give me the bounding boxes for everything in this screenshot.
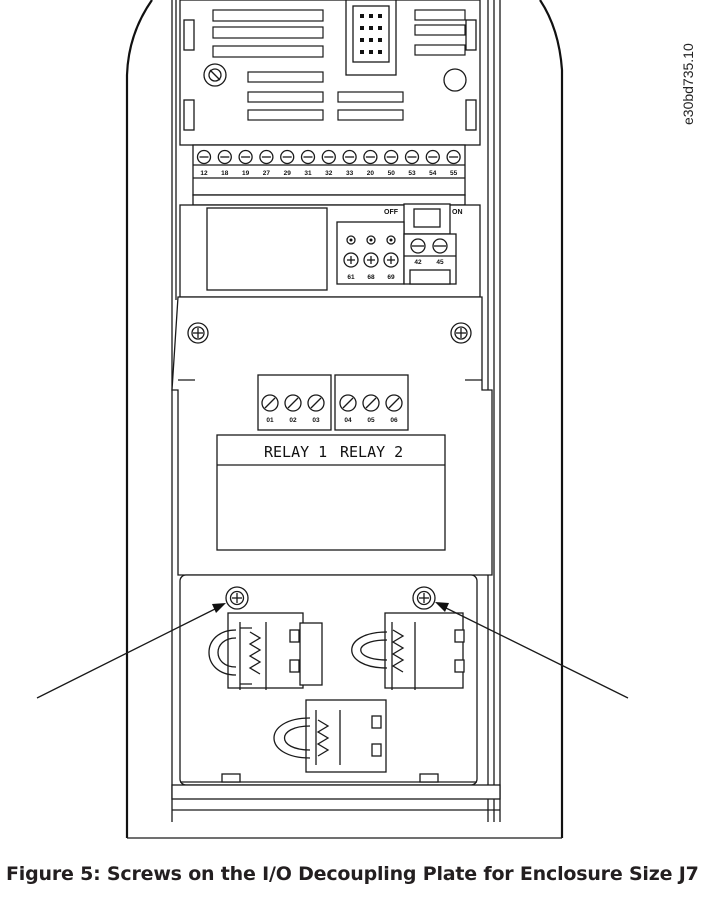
relay-terminal-05: 05 [367,417,375,424]
relay-1-label: RELAY 1 [264,443,327,461]
relay-terminal-screw-slot [310,397,322,409]
top-terminal-number: 27 [263,170,271,177]
relay-terminal-screw-slot [287,397,299,409]
relay-2-label: RELAY 2 [340,443,403,461]
terminal-69-label: 69 [387,274,395,281]
decoupling-screw-right [412,586,436,610]
document-id: e30bd735.10 [680,43,696,125]
decoupling-screw-left [225,586,249,610]
terminal-61-label: 61 [347,274,355,281]
cover-screw-left [187,322,209,344]
top-terminal-screws [196,149,461,165]
relay-terminal-01: 01 [266,417,274,424]
top-terminal-number: 20 [367,170,375,177]
cover-screw-right [450,322,472,344]
decoupling-plate-diagram: e30bd735.10 12 18 19 27 29 31 32 33 20 50 53 54 55 [36,0,696,839]
switch-off-label: OFF [384,209,399,216]
top-terminal-number: 19 [242,170,250,177]
relay-terminal-screw-slot [264,397,276,409]
cable-clamp-bottom [273,699,387,773]
figure-caption: Figure 5: Screws on the I/O Decoupling P… [6,863,699,885]
top-terminal-number: 33 [346,170,354,177]
relay-terminal-03: 03 [312,417,320,424]
top-terminal-number: 32 [325,170,333,177]
terminal-42-label: 42 [414,259,422,266]
top-terminal-number: 53 [408,170,416,177]
top-terminal-number: 50 [388,170,396,177]
callout-arrow-left [36,603,226,699]
terminal-45-label: 45 [436,259,444,266]
cable-clamp-left [208,612,323,690]
relay-terminal-06: 06 [390,417,398,424]
callout-arrow-right [435,602,629,699]
top-terminal-number: 31 [304,170,312,177]
relay-terminal-screw-slot [365,397,377,409]
header-pins [360,14,382,54]
relay-terminal-screw-slot [388,397,400,409]
terminal-68-label: 68 [367,274,375,281]
cable-clamp-right [351,612,465,690]
switch-on-label: ON [452,209,463,216]
top-terminal-number: 55 [450,170,458,177]
drive-housing-left-edge [125,0,153,838]
control-board [179,0,481,146]
relay-terminal-screws [261,394,403,412]
relay-terminal-04: 04 [344,417,352,424]
relay-terminal-02: 02 [289,417,297,424]
top-terminal-numbers: 12 18 19 27 29 31 32 33 20 50 53 54 55 [200,170,457,177]
top-terminal-number: 29 [284,170,292,177]
relay-label-plate [216,434,446,551]
top-terminal-number: 18 [221,170,229,177]
top-terminal-number: 12 [200,170,208,177]
relay-terminal-screw-slot [342,397,354,409]
top-terminal-number: 54 [429,170,437,177]
board-hole [443,68,467,92]
drive-housing-right-edge [539,0,564,838]
